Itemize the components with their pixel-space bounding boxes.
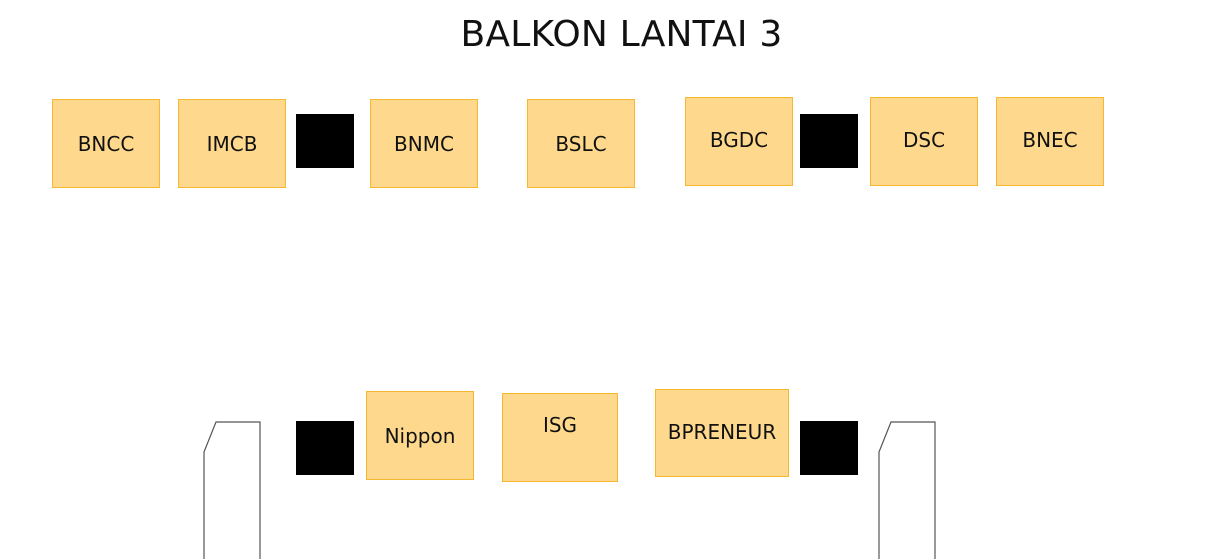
booth-bgdc[interactable]: BGDC [685,97,793,186]
booth-label: BNCC [77,131,135,156]
booth-label: BNMC [394,131,454,156]
booth-bslc[interactable]: BSLC [527,99,635,188]
booth-bpreneur[interactable]: BPRENEUR [655,389,789,477]
stair-left [203,421,261,559]
booth-dsc[interactable]: DSC [870,97,978,186]
booth-label: BSLC [555,131,607,156]
black-block [800,114,858,168]
stair-right [878,421,936,559]
booth-bncc[interactable]: BNCC [52,99,160,188]
booth-label: Nippon [384,423,456,448]
booth-label: ISG [542,412,578,437]
booth-nippon[interactable]: Nippon [366,391,474,480]
booth-label: BGDC [709,128,769,152]
booth-imcb[interactable]: IMCB [178,99,286,188]
booth-bnmc[interactable]: BNMC [370,99,478,188]
floor-title: BALKON LANTAI 3 [460,14,783,55]
booth-label: IMCB [206,131,258,156]
black-block [800,421,858,475]
black-block [296,114,354,168]
booth-label: DSC [902,128,946,152]
booth-isg[interactable]: ISG [502,393,618,482]
black-block [296,421,354,475]
booth-bnec[interactable]: BNEC [996,97,1104,186]
booth-label: BPRENEUR [667,419,777,444]
booth-label: BNEC [1022,128,1078,152]
